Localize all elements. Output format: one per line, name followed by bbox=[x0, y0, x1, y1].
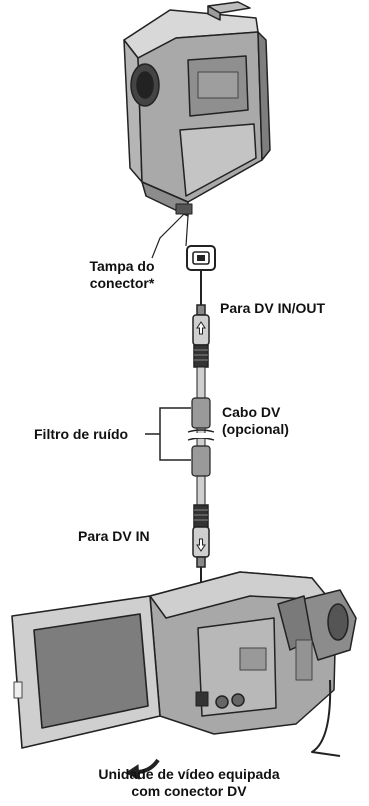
dv-plug-icon bbox=[192, 304, 210, 368]
connector-cover-label-line1: Tampa do bbox=[89, 258, 155, 274]
camcorder-icon bbox=[123, 1, 271, 217]
dv-cable-label-line2: (opcional) bbox=[222, 421, 289, 437]
video-camera-icon bbox=[149, 571, 357, 757]
dv-cable-label-line1: Cabo DV bbox=[222, 404, 281, 420]
dv-cable-label: Cabo DV (opcional) bbox=[222, 404, 289, 438]
to-dv-in-out-label: Para DV IN/OUT bbox=[220, 300, 326, 316]
dv-port-icon bbox=[185, 215, 216, 271]
video-unit-label: Unidade de vídeo equipada com conector D… bbox=[54, 766, 324, 800]
noise-filter-label: Filtro de ruído bbox=[34, 426, 129, 442]
connector-cover-label: Tampa do conector* bbox=[74, 258, 170, 292]
connector-cover-leader-line bbox=[151, 213, 185, 259]
lcd-panel bbox=[11, 595, 161, 749]
connector-cover-label-line2: conector* bbox=[89, 275, 155, 291]
noise-filter-bracket bbox=[145, 407, 191, 461]
dv-plug-icon bbox=[192, 504, 210, 568]
dv-cable bbox=[187, 366, 215, 508]
video-unit-label-line2: com conector DV bbox=[131, 783, 247, 799]
to-dv-in-label: Para DV IN bbox=[78, 528, 150, 544]
video-unit-label-line1: Unidade de vídeo equipada bbox=[98, 766, 280, 782]
